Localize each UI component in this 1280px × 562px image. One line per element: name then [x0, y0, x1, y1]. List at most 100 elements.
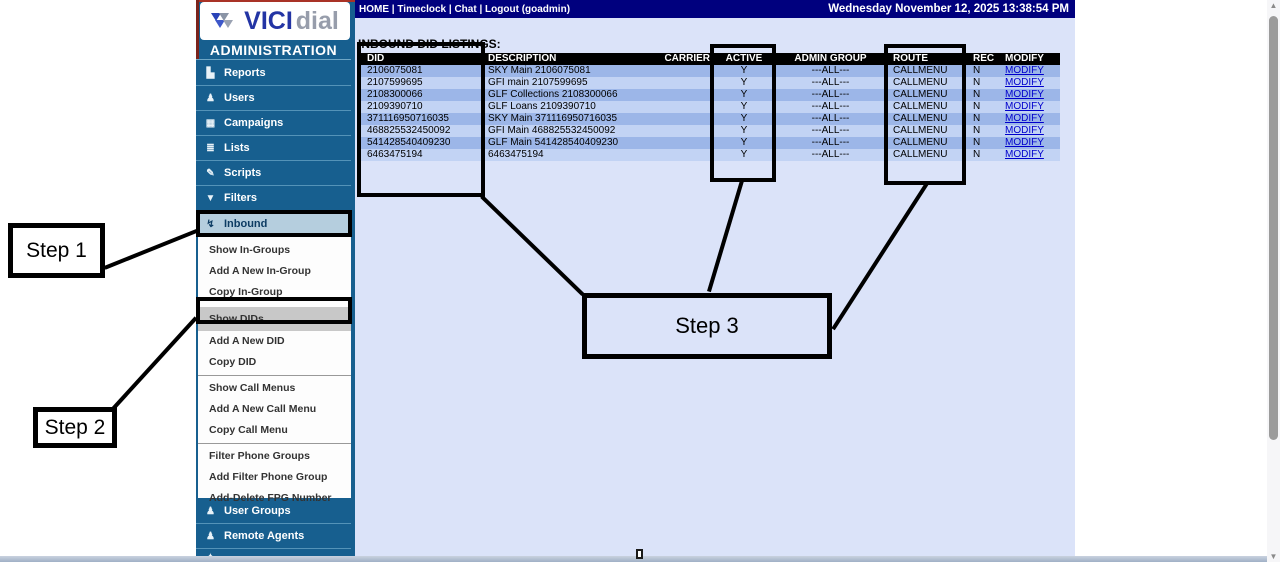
sidebar-item-filters[interactable]: ▼Filters — [196, 186, 351, 211]
cell-admin-group: ---ALL--- — [811, 89, 850, 100]
sidebar-item-users[interactable]: ♟Users — [196, 86, 351, 111]
cell-carrier — [660, 89, 712, 101]
modify-link[interactable]: MODIFY — [1005, 89, 1044, 100]
column-header-admin-group: ADMIN GROUP — [794, 53, 867, 64]
cell-description: GLF Loans 2109390710 — [488, 101, 596, 112]
modify-link[interactable]: MODIFY — [1005, 77, 1044, 88]
cell-carrier — [660, 113, 712, 125]
logo-accent-top — [196, 0, 355, 2]
cell-modify: MODIFY — [995, 125, 1060, 137]
cell-rec: N — [973, 65, 981, 76]
topbar: HOME | Timeclock | Chat | Logout (goadmi… — [355, 0, 1075, 18]
sidebar-item-campaigns[interactable]: ▦ Campaigns — [196, 111, 351, 136]
sidebar-item-inbound[interactable]: ↯ Inbound — [196, 212, 351, 236]
text-cursor-glyph — [636, 549, 643, 559]
sidebar-item-reports[interactable]: ▙Reports — [196, 61, 351, 86]
cell-route: CALLMENU — [893, 89, 948, 100]
cell-did: 541428540409230 — [367, 137, 451, 148]
column-header-rec: REC — [973, 53, 995, 64]
logout-link[interactable]: Logout (goadmin) — [485, 3, 571, 15]
submenu-item-show-in-groups[interactable]: Show In-Groups — [209, 244, 291, 256]
cell-carrier — [660, 65, 712, 77]
submenu-item-add-filter-phone-group[interactable]: Add Filter Phone Group — [209, 471, 328, 483]
brand-vici: VICI — [244, 6, 293, 35]
cell-carrier — [660, 77, 712, 89]
topbar-links: HOME | Timeclock | Chat | Logout (goadmi… — [359, 4, 570, 15]
cell-did: 468825532450092 — [367, 125, 451, 136]
cell-did: 2108300066 — [367, 89, 423, 100]
modify-link[interactable]: MODIFY — [1005, 149, 1044, 160]
cell-admin-group: ---ALL--- — [811, 149, 850, 160]
sidebar-item-lists[interactable]: ≣Lists — [196, 136, 351, 161]
cell-carrier — [660, 149, 712, 161]
submenu-item-add-a-new-in-group[interactable]: Add A New In-Group — [209, 265, 311, 277]
connector-line-step1 — [104, 228, 199, 270]
scrollbar-down-arrow[interactable]: ▼ — [1269, 552, 1278, 561]
chat-link[interactable]: Chat — [454, 3, 477, 15]
highlight-rect-inbound-item — [196, 210, 352, 237]
cell-active: Y — [740, 101, 748, 112]
column-header-did: DID — [367, 53, 385, 64]
modify-link[interactable]: MODIFY — [1005, 101, 1044, 112]
sidebar-item-scripts[interactable]: ✎Scripts — [196, 161, 351, 186]
cell-description: GLF Main 541428540409230 — [488, 137, 619, 148]
cell-modify: MODIFY — [995, 149, 1060, 161]
scrollbar-thumb[interactable] — [1269, 16, 1278, 440]
cell-carrier — [660, 137, 712, 149]
cell-modify: MODIFY — [995, 101, 1060, 113]
cell-modify: MODIFY — [995, 77, 1060, 89]
scrollbar-up-arrow[interactable]: ▲ — [1269, 1, 1278, 10]
modify-link[interactable]: MODIFY — [1005, 65, 1044, 76]
step2-label-box: Step 2 — [33, 407, 117, 448]
cell-admin-group: ---ALL--- — [811, 101, 850, 112]
modify-link[interactable]: MODIFY — [1005, 137, 1044, 148]
submenu-item-add-delete-fpg-number[interactable]: Add-Delete FPG Number — [209, 492, 332, 504]
modify-link[interactable]: MODIFY — [1005, 113, 1044, 124]
cell-active: Y — [740, 137, 748, 148]
submenu-item-copy-did[interactable]: Copy DID — [209, 356, 257, 368]
sidebar-item-label: Campaigns — [224, 117, 284, 129]
cell-active: Y — [740, 125, 748, 136]
submenu-item-show-call-menus[interactable]: Show Call Menus — [209, 382, 296, 394]
sidebar-item-remote-agents[interactable]: ♟Remote Agents — [196, 524, 351, 549]
submenu-item-filter-phone-groups[interactable]: Filter Phone Groups — [209, 450, 310, 462]
submenu-item-copy-call-menu[interactable]: Copy Call Menu — [209, 424, 288, 436]
home-link[interactable]: HOME — [359, 3, 389, 15]
filter-icon: ▼ — [205, 192, 216, 204]
cell-rec: N — [973, 101, 981, 112]
submenu-item-add-a-new-did[interactable]: Add A New DID — [209, 335, 285, 347]
cell-admin-group: ---ALL--- — [811, 125, 850, 136]
administration-title: ADMINISTRATION — [196, 40, 351, 60]
sidebar-item-user-groups[interactable]: ♟User Groups — [196, 499, 351, 524]
modify-link[interactable]: MODIFY — [1005, 125, 1044, 136]
cell-modify: MODIFY — [995, 113, 1060, 125]
scrollbar[interactable]: ▲ ▼ — [1267, 0, 1280, 562]
cell-carrier — [660, 125, 712, 137]
timeclock-link[interactable]: Timeclock — [397, 3, 447, 15]
highlight-rect-did-column — [357, 42, 485, 197]
submenu-item-copy-in-group[interactable]: Copy In-Group — [209, 286, 283, 298]
cell-modify: MODIFY — [995, 65, 1060, 77]
cell-route: CALLMENU — [893, 77, 948, 88]
submenu-item-add-a-new-call-menu[interactable]: Add A New Call Menu — [209, 403, 317, 415]
column-header-route: ROUTE — [893, 53, 928, 64]
cell-route: CALLMENU — [893, 125, 948, 136]
cell-rec: N — [973, 149, 981, 160]
link-separator: | — [389, 3, 398, 15]
cell-route: CALLMENU — [893, 149, 948, 160]
lists-icon: ≣ — [206, 142, 215, 154]
campaigns-icon: ▦ — [205, 117, 216, 129]
cell-active: Y — [740, 77, 748, 88]
cell-did: 6463475194 — [367, 149, 423, 160]
chart-icon: ▙ — [206, 67, 215, 79]
column-header-active: ACTIVE — [725, 53, 763, 64]
sidebar-item-label: Inbound — [224, 218, 268, 230]
logo-accent-left — [196, 0, 199, 60]
cell-admin-group: ---ALL--- — [811, 113, 850, 124]
cell-active: Y — [740, 89, 748, 100]
cell-rec: N — [973, 137, 981, 148]
